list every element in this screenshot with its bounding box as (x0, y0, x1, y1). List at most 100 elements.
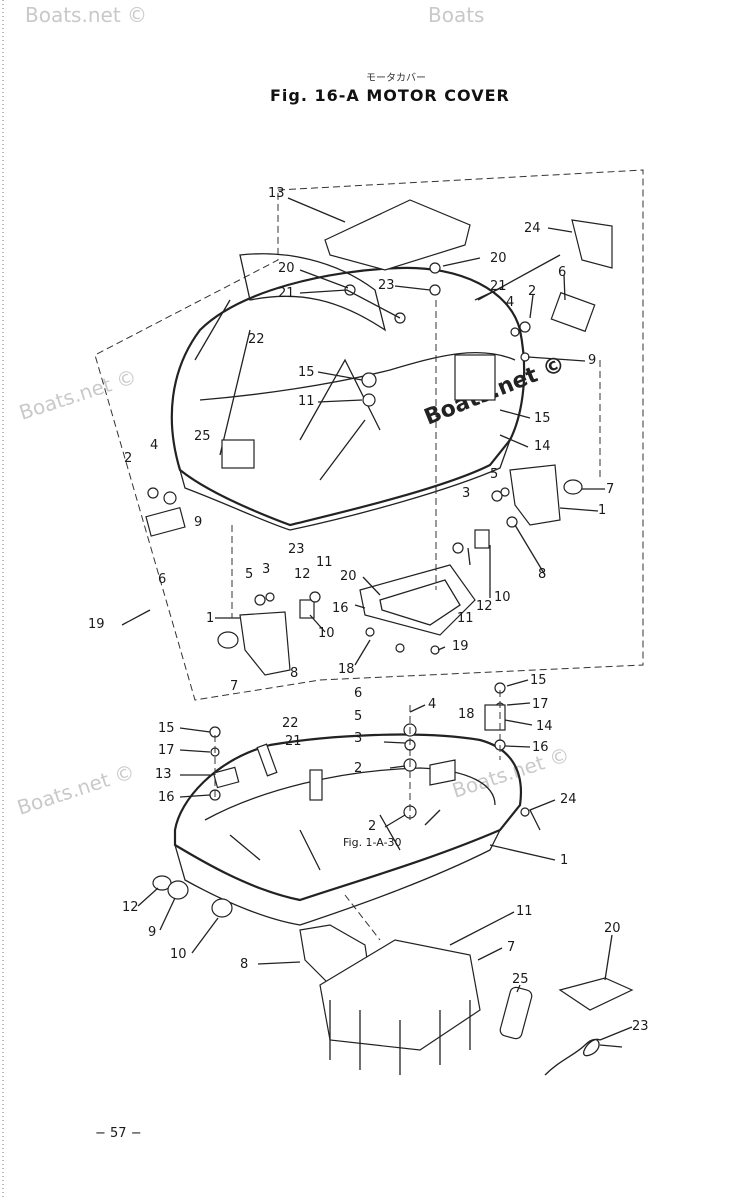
callout-18-upper: 18 (338, 662, 355, 677)
callout-16-lower-right: 16 (532, 740, 549, 755)
part-10-clip-left (299, 599, 315, 619)
watermark-left-mid: Boats.net © (16, 364, 139, 425)
callout-17-lower-left: 17 (158, 743, 175, 758)
part-6-bracket-right (550, 291, 596, 333)
callout-24: 24 (524, 221, 541, 236)
callout-5-lower: 5 (354, 709, 362, 724)
part-24-clip (571, 219, 613, 269)
callout-3-lower: 3 (354, 731, 362, 746)
callout-12-right: 12 (476, 599, 493, 614)
part-10-bushing (211, 898, 233, 918)
callout-24-lower: 24 (560, 792, 577, 807)
motor-cover-skirt (179, 439, 511, 531)
callout-2-left: 2 (124, 451, 132, 466)
part-10-clip-right (474, 529, 490, 549)
callout-11-upper: 11 (298, 394, 315, 409)
callout-11-right: 11 (457, 611, 474, 626)
callout-22-lower: 22 (282, 716, 299, 731)
part-13-lid (324, 199, 471, 271)
upper-group-boundary (94, 169, 644, 701)
callout-1-right: 1 (598, 503, 606, 518)
callout-21-left: 21 (278, 286, 295, 301)
part-20-plate (558, 977, 634, 1011)
callout-13: 13 (268, 186, 285, 201)
lower-callouts: 15 6 4 17 5 18 14 22 15 21 3 16 17 2 13 … (122, 673, 649, 1034)
watermark-right-low: Boats.net © (449, 742, 572, 803)
part-7-case-ribs (329, 1000, 471, 1075)
callout-21-lower: 21 (285, 734, 302, 749)
callout-14: 14 (534, 439, 551, 454)
callout-25-lower: 25 (512, 972, 529, 987)
motor-cover-shell (170, 266, 526, 527)
part-16-seal-inner (379, 579, 461, 626)
callout-7-left: 7 (230, 679, 238, 694)
callout-12-left: 12 (294, 567, 311, 582)
callout-3-left: 3 (262, 562, 270, 577)
callout-11-mid: 11 (316, 555, 333, 570)
callout-15-lower-right: 15 (530, 673, 547, 688)
callout-23-lower: 23 (632, 1019, 649, 1034)
callout-8-lower: 8 (240, 957, 248, 972)
japanese-subtitle: モータカバー (366, 72, 426, 84)
part-22-handle (239, 253, 387, 332)
figure-title: Fig. 16-A MOTOR COVER (270, 86, 510, 105)
part-7-grommet-left (217, 631, 239, 649)
part-25-badge (221, 439, 255, 469)
upper-leader-lines (121, 197, 605, 666)
bottom-cowling-rim (204, 767, 496, 821)
callout-5-right: 5 (490, 467, 498, 482)
callout-2-lower-upper: 2 (354, 761, 362, 776)
watermark-top-right: Boats (428, 3, 484, 27)
callout-13-lower: 13 (155, 767, 172, 782)
callout-12-lower: 12 (122, 900, 139, 915)
part-7-grommet-right (563, 479, 583, 495)
part-8-bracket-left (239, 611, 291, 676)
callout-22: 22 (248, 332, 265, 347)
part-9-bushing (167, 880, 189, 900)
cover-stripe-lines (299, 358, 381, 481)
callout-23-mid: 23 (288, 542, 305, 557)
callout-10-lower: 10 (170, 947, 187, 962)
callout-1-left: 1 (206, 611, 214, 626)
bottom-cowling-ribs (229, 814, 401, 871)
part-1-bracket-right (509, 464, 561, 526)
page-number: − 57 − (95, 1126, 142, 1141)
upper-alignment-lines (231, 300, 601, 618)
cover-emblem (454, 354, 496, 401)
upper-callouts: 13 24 20 20 23 21 21 6 2 4 22 9 15 11 15… (88, 186, 614, 694)
callout-21-right: 21 (490, 279, 507, 294)
bottom-cowling (173, 733, 523, 902)
watermark-top-left: Boats.net © (25, 3, 147, 27)
callout-19-left: 19 (88, 617, 105, 632)
watermark-left-low: Boats.net © (14, 759, 137, 820)
callout-16-upper: 16 (332, 601, 349, 616)
callout-4-lower: 4 (428, 697, 436, 712)
callout-16-lower-left: 16 (158, 790, 175, 805)
callout-9-right: 9 (588, 353, 596, 368)
callout-2-top: 2 (528, 284, 536, 299)
figure-reference: Fig. 1-A-30 (343, 836, 402, 849)
callout-6-top: 6 (558, 265, 566, 280)
lower-leader-lines (137, 679, 633, 1041)
callout-6-lower: 6 (354, 686, 362, 701)
callout-23-top: 23 (378, 278, 395, 293)
callout-17-lower-right: 17 (532, 697, 549, 712)
callout-7-lower: 7 (507, 940, 515, 955)
callout-5-left: 5 (245, 567, 253, 582)
cover-side-lines (194, 299, 251, 456)
callout-20-left: 20 (278, 261, 295, 276)
callout-1-lower: 1 (560, 853, 568, 868)
callout-10-right: 10 (494, 590, 511, 605)
callout-10-left: 10 (318, 626, 335, 641)
callout-14-lower: 14 (536, 719, 553, 734)
part-6-handle-left (145, 506, 186, 537)
callout-15-right: 15 (534, 411, 551, 426)
part-25-cylinder (499, 986, 533, 1040)
lower-alignment-lines (214, 690, 501, 941)
callout-4-left: 4 (150, 438, 158, 453)
callout-9-left: 9 (194, 515, 202, 530)
callout-3-right: 3 (462, 486, 470, 501)
callout-8-right: 8 (538, 567, 546, 582)
